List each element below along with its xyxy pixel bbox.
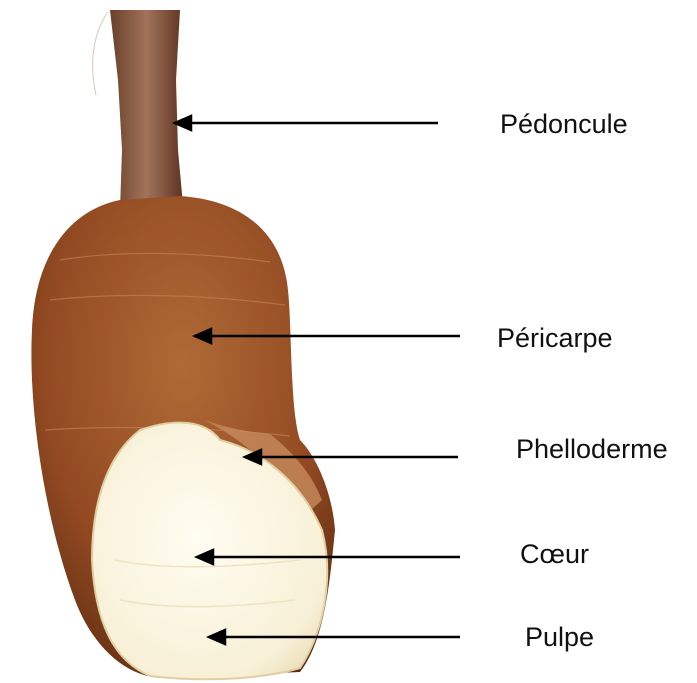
label-pulpe: Pulpe xyxy=(525,622,594,652)
label-pericarpe: Péricarpe xyxy=(497,323,613,353)
label-phelloderme: Phelloderme xyxy=(516,434,668,464)
label-pedoncule: Pédoncule xyxy=(500,109,628,139)
peduncle-stem xyxy=(110,10,183,210)
label-coeur: Cœur xyxy=(520,539,589,569)
stem-fiber xyxy=(93,12,108,95)
